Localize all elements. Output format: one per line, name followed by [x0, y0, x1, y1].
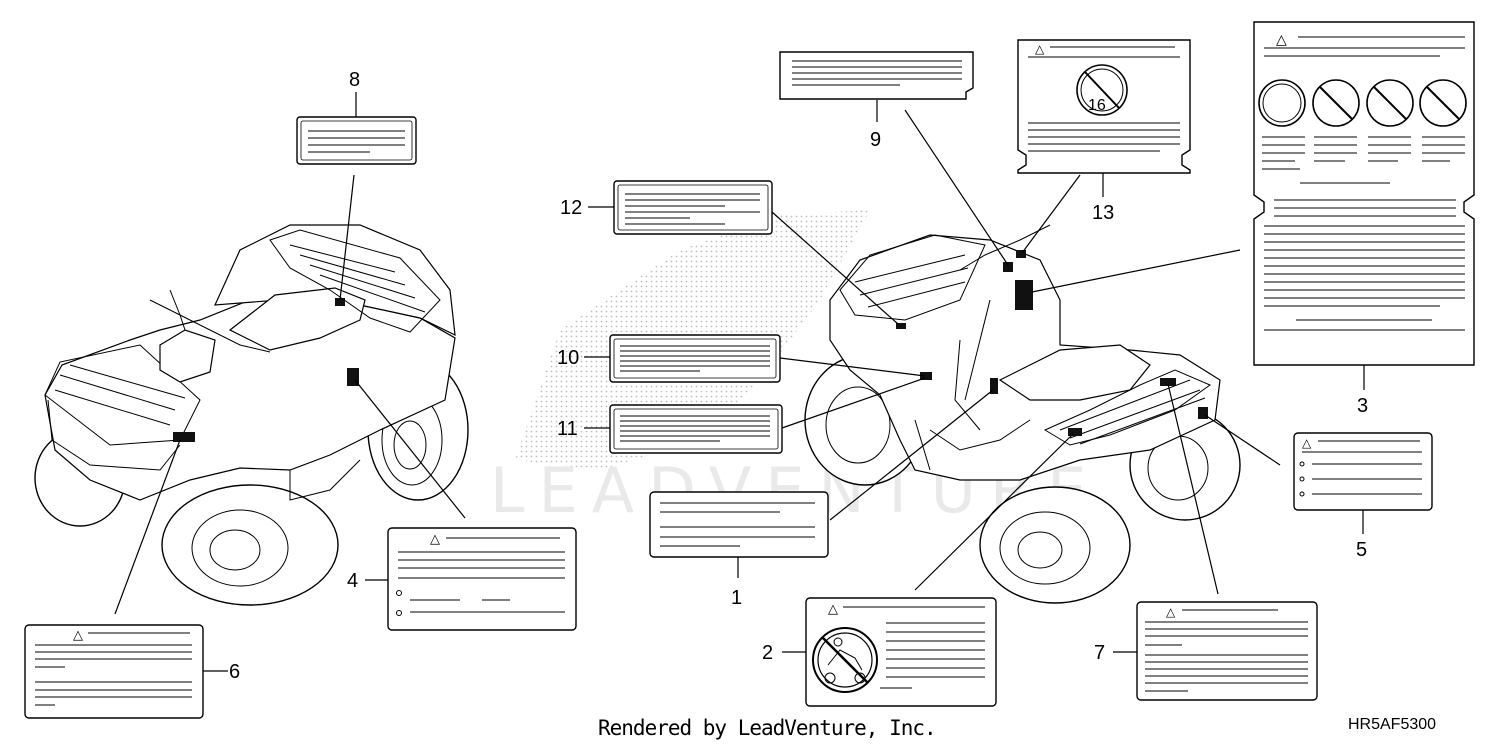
warning-triangle-icon: △ [73, 628, 83, 643]
atv-right [804, 224, 1241, 604]
atv-right-front-tire [979, 486, 1131, 604]
callout-7[interactable]: 7 [1094, 642, 1105, 664]
diagram-code: HR5AF5300 [1348, 716, 1437, 733]
atv-left-front-right-tire [161, 484, 339, 606]
atv-right-patch-2 [1068, 428, 1082, 436]
atv-right-patch-3 [1015, 280, 1033, 310]
callout-9[interactable]: 9 [870, 129, 881, 151]
warning-triangle-icon: △ [1166, 605, 1176, 619]
callout-1[interactable]: 1 [731, 587, 742, 609]
callout-13[interactable]: 13 [1092, 202, 1114, 224]
atv-right-patch-13 [1016, 250, 1026, 258]
callout-11[interactable]: 11 [557, 418, 578, 440]
label-5: △ [1293, 432, 1433, 511]
warning-triangle-icon: △ [828, 602, 838, 617]
label-9 [779, 51, 974, 100]
warning-triangle-icon: △ [430, 532, 440, 547]
atv-left-patch-6 [173, 432, 195, 442]
warning-triangle-icon: △ [1035, 42, 1045, 56]
label-1 [649, 491, 829, 558]
no-passenger-icon [812, 627, 878, 693]
atv-right-patch-7 [1160, 378, 1176, 386]
callout-8[interactable]: 8 [349, 69, 360, 91]
warning-triangle-icon: △ [1302, 436, 1312, 450]
callout-12[interactable]: 12 [560, 197, 582, 219]
label-3: △ [1253, 21, 1475, 366]
no-symbol-icon [1258, 79, 1467, 127]
atv-right-seat [998, 344, 1151, 401]
atv-left [34, 224, 469, 606]
atv-left-patch-8 [335, 298, 345, 306]
label-4: △ [387, 527, 577, 631]
label-13: △ 16 [1017, 39, 1191, 174]
callout-5[interactable]: 5 [1356, 539, 1367, 561]
atv-right-patch-5 [1198, 407, 1208, 419]
label-10 [609, 334, 781, 383]
label-2: △ [805, 597, 997, 707]
label-7: △ [1136, 601, 1318, 701]
leader-lines [114, 92, 1365, 672]
atv-left-seat [228, 287, 366, 351]
label-6: △ [24, 624, 204, 719]
rendered-by-credit: Rendered by LeadVenture, Inc. [598, 716, 937, 740]
callout-4[interactable]: 4 [347, 570, 358, 592]
callout-3[interactable]: 3 [1357, 395, 1368, 417]
age-limit-text: 16 [1088, 97, 1106, 114]
atv-left-body [44, 289, 456, 501]
callout-10[interactable]: 10 [557, 347, 579, 369]
atv-right-patch-1 [990, 378, 998, 394]
callout-2[interactable]: 2 [762, 642, 773, 664]
atv-right-patch-12 [896, 323, 906, 329]
callouts: 1 2 3 4 5 6 7 8 9 10 11 12 13 [229, 69, 1368, 683]
label-12 [613, 180, 773, 235]
label-8 [296, 116, 417, 165]
atv-right-patch-10 [920, 372, 932, 380]
atv-right-patch-9 [1003, 262, 1013, 272]
age-16-prohibition-icon: 16 [1076, 64, 1128, 116]
label-11 [609, 404, 783, 454]
callout-6[interactable]: 6 [229, 661, 240, 683]
warning-triangle-icon: △ [1276, 32, 1287, 48]
